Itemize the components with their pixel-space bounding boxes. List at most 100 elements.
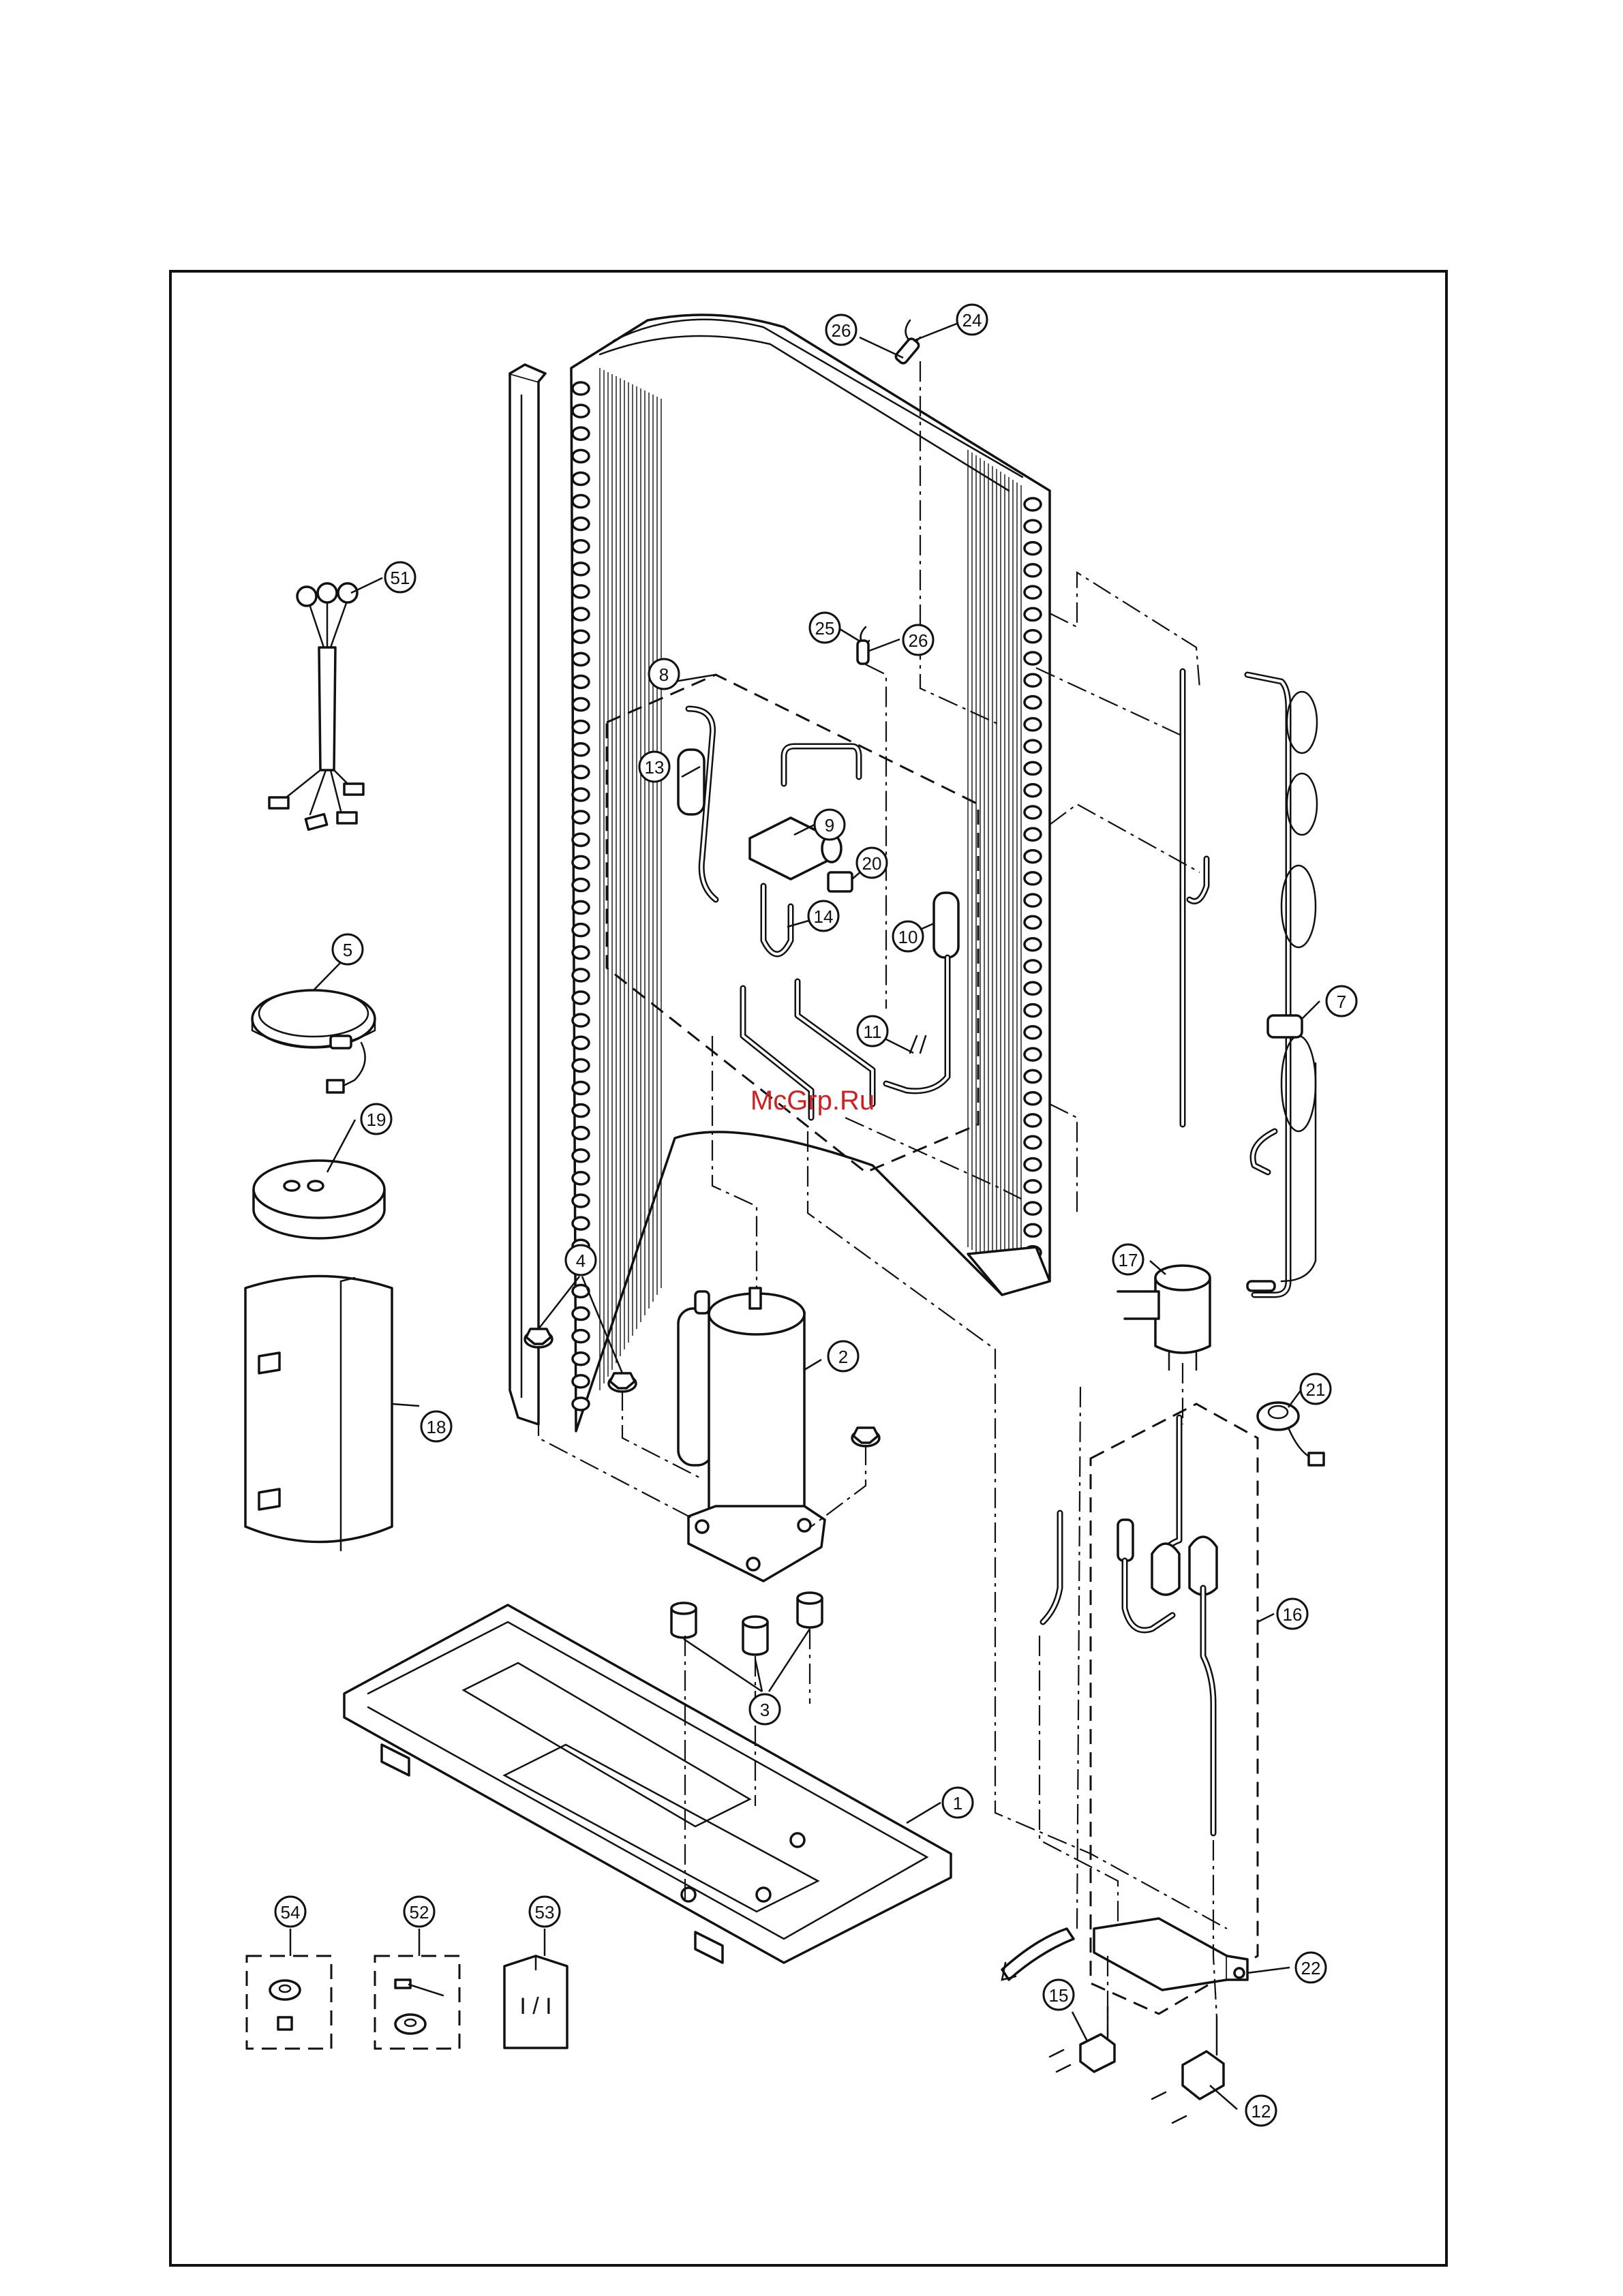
- accumulator: [1118, 1266, 1210, 1370]
- coil-tube-bend: [1025, 697, 1041, 709]
- band-heater: [252, 990, 375, 1092]
- callout-label: 51: [391, 568, 410, 588]
- coil-tube-bend: [573, 744, 589, 756]
- coil-tube-bend: [573, 1353, 589, 1365]
- coil-tube-bend: [573, 1105, 589, 1117]
- coil-tube-bend: [573, 969, 589, 981]
- coil-tube-bend: [1025, 1070, 1041, 1082]
- coil-tube-bend: [1025, 608, 1041, 620]
- coil-tube-bend: [573, 1059, 589, 1071]
- callout-label: 24: [962, 310, 982, 331]
- callout-label: 26: [832, 320, 851, 341]
- coil-tube-bend: [573, 992, 589, 1004]
- valve-assembly: [1043, 1418, 1217, 1833]
- insulation-wrap: [245, 1276, 392, 1551]
- coil-tube-bend: [1025, 1202, 1041, 1214]
- coil-tube-bend: [1025, 938, 1041, 951]
- coil-tube-bend: [1025, 1048, 1041, 1060]
- callout-15: 15: [1044, 1980, 1074, 2010]
- callout-14: 14: [808, 901, 838, 931]
- callout-label: 10: [898, 927, 918, 947]
- coil-tube-bend: [1025, 784, 1041, 797]
- coil-tube-bend: [1025, 960, 1041, 973]
- coil-tube-bend: [1025, 586, 1041, 598]
- callout-5: 5: [333, 934, 363, 964]
- callout-53: 53: [530, 1897, 560, 1927]
- coil-tube-bend: [573, 1150, 589, 1162]
- callout-label: 25: [815, 618, 835, 639]
- callout-21: 21: [1301, 1374, 1331, 1404]
- callout-26a: 26: [826, 315, 856, 345]
- coil-tube-bend: [1025, 1092, 1041, 1105]
- coil-tube-bend: [573, 1398, 589, 1410]
- drain-socket-set: [395, 1980, 443, 2034]
- coil-tube-bend: [573, 450, 589, 462]
- coil-tube-bend: [573, 495, 589, 508]
- callout-label: 53: [535, 1902, 555, 1923]
- coil-tube-bend: [573, 405, 589, 417]
- callout-1: 1: [943, 1788, 973, 1818]
- callout-label: 12: [1252, 2101, 1271, 2122]
- coil-tube-bend: [573, 427, 589, 440]
- coil-tube-bend: [1025, 718, 1041, 731]
- callout-13: 13: [639, 752, 669, 782]
- insulation-cap: [254, 1161, 384, 1238]
- callout-label: 54: [281, 1902, 301, 1923]
- callout-16: 16: [1277, 1599, 1307, 1629]
- coil-tube-bend: [573, 902, 589, 914]
- callout-label: 13: [645, 757, 665, 778]
- callout-24: 24: [957, 305, 987, 335]
- stop-valve-large: [1183, 2017, 1224, 2099]
- callout-label: 4: [576, 1251, 586, 1271]
- coil-tube-bend: [573, 585, 589, 598]
- coil-tube-bend: [1025, 630, 1041, 643]
- callout-8: 8: [649, 659, 679, 689]
- callout-label: 22: [1301, 1958, 1321, 1978]
- coil-tube-bend: [1025, 872, 1041, 885]
- callout-25: 25: [810, 613, 840, 643]
- valve-cable-tie: [1002, 1929, 1074, 1980]
- callout-label: 11: [864, 1022, 882, 1042]
- callout-label: 15: [1049, 1985, 1069, 2006]
- callout-label: 52: [410, 1902, 429, 1923]
- coil-tube-bend: [573, 1308, 589, 1320]
- coil-tube-bend: [1025, 894, 1041, 906]
- coil-tube-bend: [573, 1014, 589, 1026]
- installation-manual: I / I: [504, 1956, 567, 2048]
- valve-bracket: [1094, 1918, 1247, 1990]
- callout-52: 52: [404, 1897, 434, 1927]
- callout-label: 18: [427, 1417, 446, 1437]
- coil-tube-bend: [573, 833, 589, 846]
- callout-label: 2: [838, 1347, 848, 1367]
- valve-assembly-outline: [1091, 1404, 1258, 2014]
- coil-tube-bend: [1025, 1114, 1041, 1127]
- callout-19: 19: [361, 1104, 391, 1134]
- coil-tube-bend: [573, 540, 589, 553]
- coil-tube-bend: [1025, 1026, 1041, 1039]
- coil-tube-bend: [573, 1195, 589, 1207]
- callout-label: 19: [367, 1109, 386, 1130]
- callout-9: 9: [815, 810, 845, 840]
- callout-7: 7: [1326, 986, 1356, 1016]
- callout-label: 17: [1119, 1250, 1138, 1270]
- condenser-coil: [571, 315, 1050, 1431]
- coil-tube-bend: [1025, 498, 1041, 510]
- watermark: McGrp.Ru: [750, 1086, 875, 1116]
- accessory-kit-54-outline: [247, 1956, 331, 2049]
- coil-tube-bend: [573, 630, 589, 643]
- callout-label: 16: [1283, 1604, 1303, 1625]
- callout-18: 18: [421, 1411, 451, 1441]
- callout-20: 20: [857, 848, 887, 878]
- coil-tube-bend: [1025, 542, 1041, 555]
- coil-tube-bend: [573, 608, 589, 620]
- callout-2: 2: [828, 1341, 858, 1371]
- coil-tube-bend: [573, 653, 589, 665]
- coil-tube-bend: [1025, 564, 1041, 577]
- coil-tube-bend: [1025, 740, 1041, 752]
- coil-tube-bend: [1025, 674, 1041, 686]
- coil-tube-bend: [573, 472, 589, 485]
- coil-tube-bend: [1025, 828, 1041, 840]
- coil-tube-bend: [573, 1375, 589, 1388]
- callout-label: 7: [1337, 992, 1346, 1012]
